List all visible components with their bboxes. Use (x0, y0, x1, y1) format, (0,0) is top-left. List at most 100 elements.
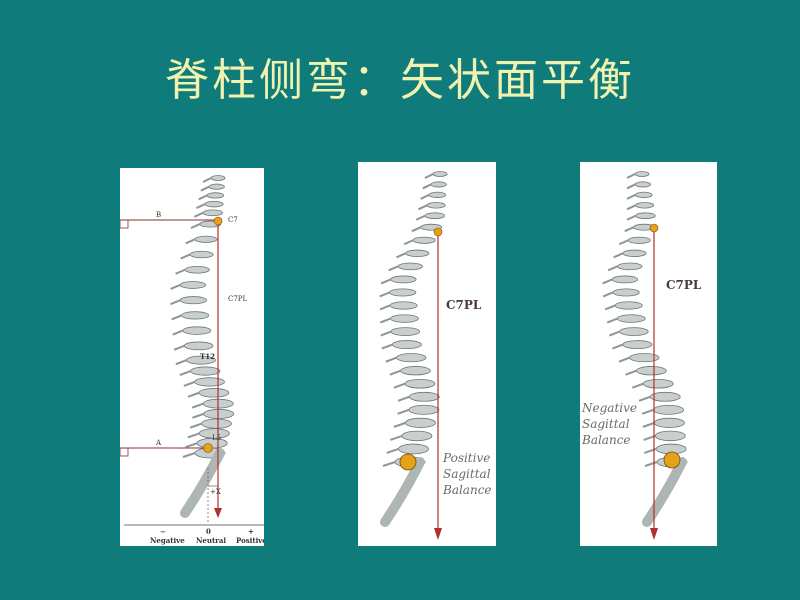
vertebra (642, 378, 674, 389)
vertebra (203, 408, 235, 419)
spinous-process (380, 278, 392, 285)
spinous-process (198, 194, 208, 201)
c7-marker (213, 216, 223, 226)
vertebra (635, 366, 667, 376)
vertebra (182, 326, 212, 335)
vertebra (428, 191, 447, 198)
spinous-process (379, 291, 390, 298)
l5-marker (203, 443, 213, 453)
vertebra (649, 391, 681, 402)
vertebra (400, 366, 431, 376)
vertebra (185, 355, 216, 365)
spinous-process (613, 252, 624, 259)
vertebra (390, 327, 421, 336)
vertebra (612, 288, 640, 297)
spinous-process (190, 223, 201, 229)
scale-neutral-label: Neutral (196, 536, 227, 545)
spinous-process (418, 204, 428, 211)
spinous-process (638, 395, 651, 402)
scale-pos-label: Positive (236, 536, 264, 545)
spinous-process (192, 412, 205, 419)
spine-diagram-negative-balance: C7PL Negative Sagittal Balance (580, 162, 717, 546)
spine-illustration (602, 171, 688, 540)
spinous-process (393, 382, 406, 389)
spinous-process (643, 434, 656, 441)
spinous-process (397, 395, 410, 402)
vertebra (653, 404, 684, 415)
vertebra (622, 249, 647, 257)
spinous-process (185, 442, 198, 449)
vertebra (389, 288, 417, 297)
spinous-process (187, 391, 200, 398)
spinous-process (170, 284, 181, 290)
spinous-process (602, 278, 613, 285)
spinous-process (389, 369, 402, 376)
scale-neg-label: Negative (150, 536, 185, 545)
spinous-process (179, 370, 191, 376)
vertebra (391, 340, 422, 350)
spinous-process (626, 214, 637, 221)
spinous-process (382, 461, 396, 467)
spinous-process (626, 183, 636, 190)
spinous-process (193, 211, 204, 218)
vertebra (181, 311, 210, 320)
spinous-process (626, 173, 636, 179)
vertebra (208, 183, 225, 190)
spinous-process (403, 239, 414, 246)
vertebra (622, 340, 653, 350)
spinous-process (396, 252, 407, 259)
sacrum (380, 457, 425, 527)
vertebra (629, 353, 660, 363)
spinous-process (171, 314, 182, 321)
vertebra (426, 202, 446, 209)
vertebra (184, 265, 210, 274)
spine-diagram-neutral: B A C7 C7PL T12 L5 +X − Negative 0 Neutr… (120, 168, 264, 546)
vertebra (634, 181, 651, 188)
vertebra (189, 250, 214, 259)
spinous-process (379, 317, 391, 324)
vertebra (179, 281, 207, 289)
spinous-process (604, 304, 616, 311)
spinous-process (180, 253, 191, 260)
spinous-process (170, 299, 181, 306)
plus-x-label: +X (210, 488, 221, 496)
spinous-process (388, 265, 399, 272)
spinous-process (172, 329, 184, 336)
spinous-process (385, 356, 397, 363)
c7pl-label: C7PL (446, 298, 482, 312)
spinous-process (618, 239, 629, 246)
spinous-process (182, 452, 196, 458)
spinous-process (626, 204, 636, 211)
scale-neg-sign: − (160, 527, 166, 536)
sacral-marker (663, 451, 681, 469)
vertebra (183, 341, 214, 351)
negative-balance-caption: Negative Sagittal Balance (582, 401, 637, 447)
vertebra (424, 212, 445, 220)
spinous-process (422, 183, 432, 190)
vertebra (611, 275, 639, 284)
spinous-process (606, 317, 618, 324)
sacral-marker (399, 453, 417, 471)
spinous-process (608, 330, 620, 337)
vertebra (390, 275, 417, 284)
vertebra (190, 366, 221, 376)
c7-label: C7 (228, 216, 238, 224)
vertebra (396, 353, 427, 363)
vertebra (204, 200, 224, 208)
spinous-process (380, 330, 392, 337)
spinous-process (415, 214, 426, 221)
vertebra (405, 249, 430, 257)
spinous-process (187, 432, 200, 439)
sacrum (180, 448, 225, 518)
spinous-process (397, 408, 410, 415)
vertebra (654, 430, 686, 442)
vertebra (616, 314, 646, 323)
spinous-process (618, 356, 630, 363)
line-a-label: A (156, 439, 162, 447)
vertebra (390, 314, 419, 323)
sacrum (642, 457, 687, 527)
spinous-process (644, 461, 658, 467)
spinous-process (189, 422, 202, 429)
spine-illustration (379, 171, 448, 540)
spinous-process (175, 268, 186, 275)
